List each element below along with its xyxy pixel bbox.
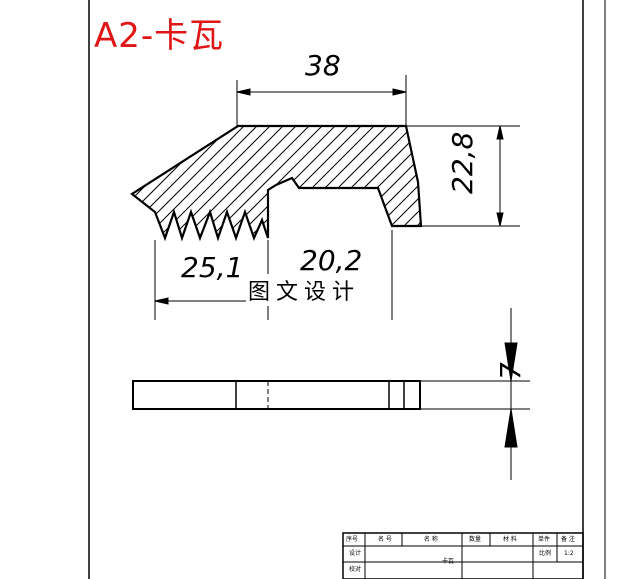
hatch-line — [132, 126, 245, 238]
hatch-line — [405, 126, 421, 238]
title-block-scale-label: 比例 — [539, 550, 552, 557]
title-block-row-check: 校对 — [349, 566, 362, 573]
title-block-part-name: 卡瓦 — [442, 558, 455, 565]
hatch-line — [132, 126, 167, 238]
dimension-thickness — [420, 308, 530, 480]
title-block-scale-value: 1:2 — [564, 550, 574, 557]
title-block-grid — [342, 532, 584, 579]
title-block-header-1: 序号 — [346, 536, 359, 543]
frame-lines — [88, 0, 606, 579]
watermark: 图文设计 — [246, 274, 363, 306]
title-block-row-design: 设计 — [349, 550, 362, 557]
title-block-header-6: 单件 — [538, 536, 551, 543]
dimension-label-right-height: 22,8 — [446, 131, 479, 194]
hatch-line — [171, 126, 323, 238]
hatch-line — [132, 126, 258, 238]
hatch-line — [132, 126, 154, 238]
hatch-line — [132, 126, 141, 238]
hatch-line — [418, 126, 421, 238]
title-block-header-2: 名 号 — [378, 536, 392, 543]
dimension-label-thickness: 7 — [494, 362, 527, 380]
hatch-line — [210, 126, 362, 238]
title-block-header-3: 名 称 — [424, 536, 438, 543]
title-block-header-5: 材 料 — [503, 536, 517, 543]
dimension-top-width — [236, 75, 407, 126]
section-outline — [130, 124, 423, 242]
dimension-label-top-width: 38 — [305, 49, 341, 82]
drawing-title: A2-卡瓦 — [94, 16, 225, 56]
dimension-label-left-width: 25,1 — [181, 251, 244, 284]
dimension-label-middle-width: 20,2 — [300, 244, 363, 277]
title-block-header-7: 备 注 — [561, 536, 575, 543]
dimension-right-height — [406, 125, 520, 227]
hatch-line — [132, 126, 180, 238]
plan-view — [132, 380, 421, 410]
title-block-header-4: 数量 — [469, 536, 482, 543]
hatch-line — [158, 126, 310, 238]
